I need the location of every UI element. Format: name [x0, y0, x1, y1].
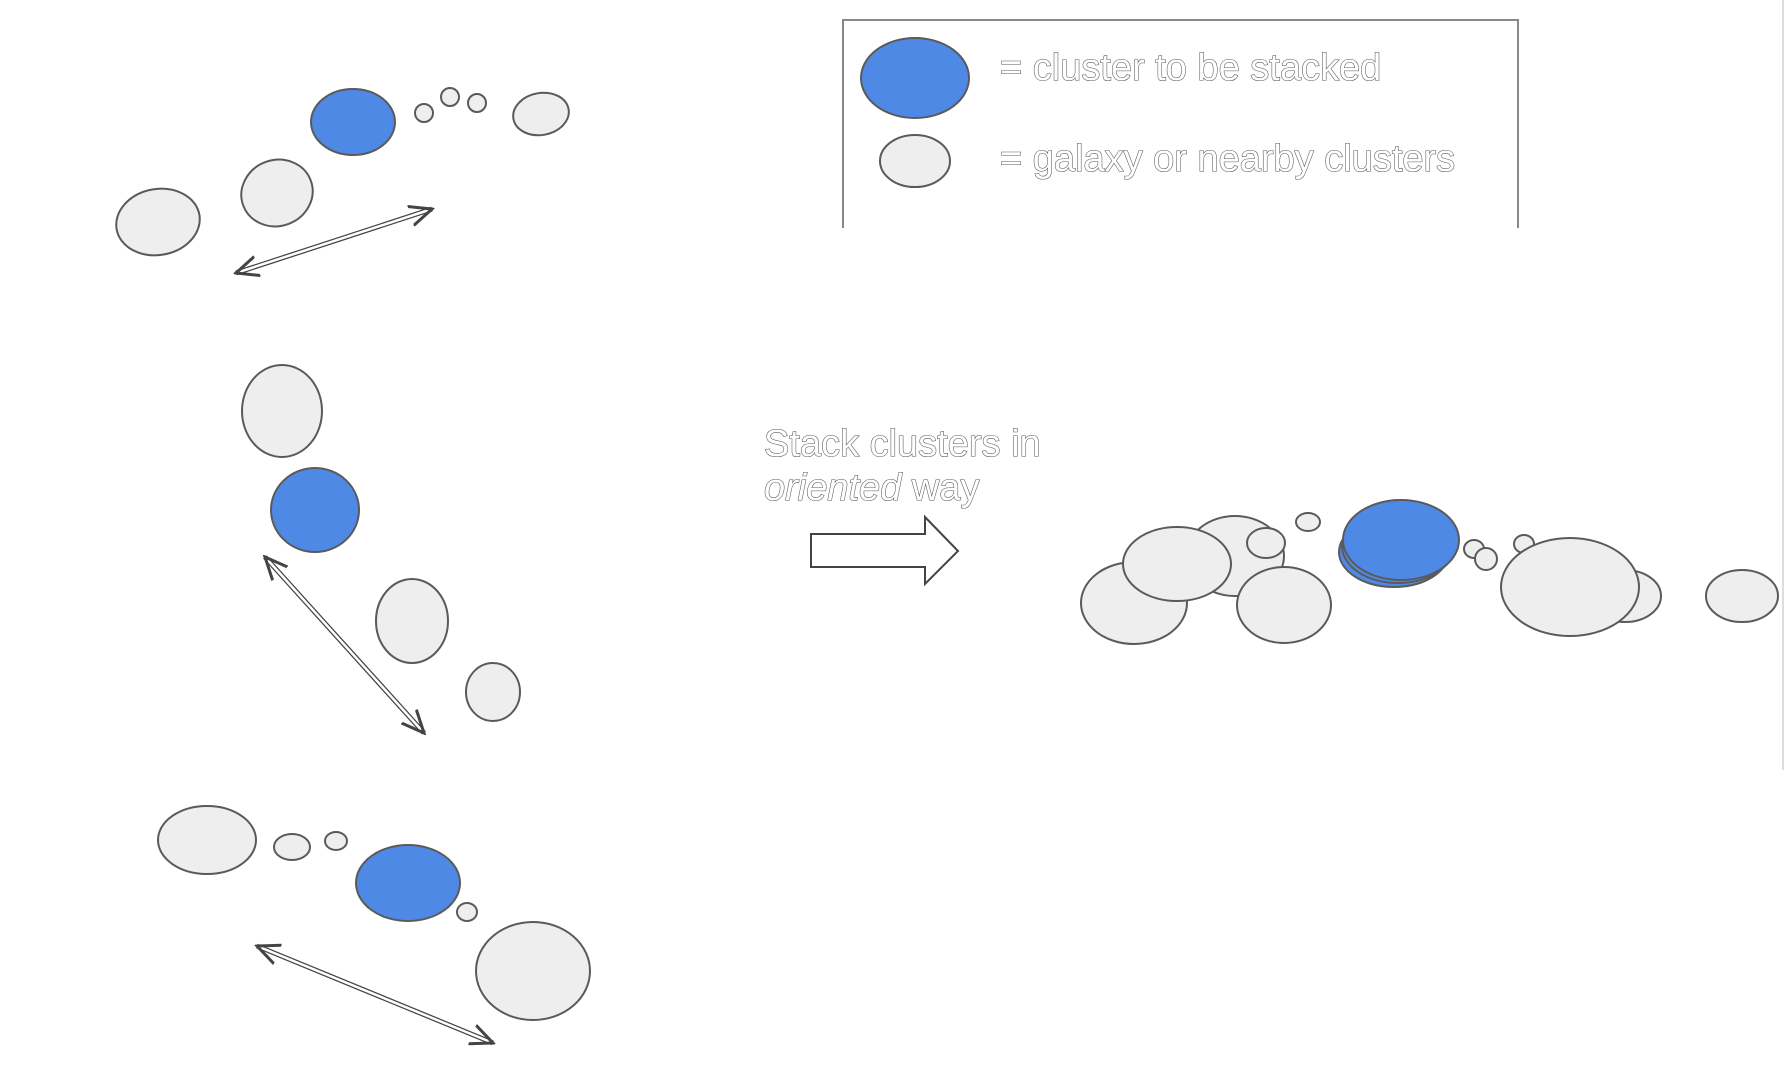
- galaxy-ellipse: [375, 578, 449, 664]
- galaxy-ellipse: [115, 187, 201, 257]
- orientation-arrow-inner: [265, 557, 424, 733]
- process-arrow-icon: [810, 514, 960, 587]
- legend-cluster-label: = cluster to be stacked: [1000, 47, 1381, 89]
- legend-galaxy-label: = galaxy or nearby clusters: [1000, 138, 1455, 180]
- cluster-group-middle: [241, 364, 521, 733]
- legend-cluster-swatch: [860, 37, 970, 119]
- galaxy-ellipse: [1295, 512, 1321, 532]
- galaxy-ellipse: [456, 902, 478, 922]
- caption-line-1: Stack clusters in: [764, 423, 1041, 465]
- galaxy-ellipse: [1474, 547, 1498, 571]
- cluster-ellipse: [310, 88, 396, 156]
- galaxy-ellipse: [324, 831, 348, 851]
- cluster-group-bottom: [157, 805, 591, 1046]
- galaxy-ellipse: [1705, 569, 1779, 623]
- galaxy-ellipse: [467, 93, 487, 113]
- galaxy-ellipse: [512, 91, 570, 137]
- galaxy-ellipse: [475, 921, 591, 1021]
- cluster-ellipse: [1342, 499, 1460, 581]
- stack-step: Stack clusters in oriented way: [763, 422, 1041, 587]
- legend: = cluster to be stacked = galaxy or near…: [842, 19, 1519, 228]
- cluster-ellipse: [355, 844, 461, 922]
- cluster-ellipse: [270, 467, 360, 553]
- galaxy-ellipse: [414, 103, 434, 123]
- caption-italic-word: oriented: [764, 467, 903, 509]
- galaxy-ellipse: [1236, 566, 1332, 644]
- galaxy-ellipse: [157, 805, 257, 875]
- galaxy-ellipse: [241, 364, 323, 458]
- legend-galaxy-swatch: [879, 134, 951, 188]
- galaxy-ellipse: [440, 87, 460, 107]
- galaxy-ellipse: [273, 833, 311, 861]
- caption-rest: way: [901, 467, 979, 509]
- stacked-result: [1080, 499, 1779, 645]
- caption-line-2: oriented way: [764, 467, 979, 509]
- galaxy-ellipse: [1500, 537, 1640, 637]
- legend-border: [842, 19, 1519, 228]
- galaxy-ellipse: [1246, 527, 1286, 559]
- galaxy-ellipse: [240, 158, 314, 228]
- galaxy-ellipse: [1122, 526, 1232, 602]
- cluster-group-top: [115, 87, 570, 273]
- orientation-arrow-inner: [236, 209, 432, 273]
- galaxy-ellipse: [465, 662, 521, 722]
- orientation-arrow-inner: [257, 946, 493, 1043]
